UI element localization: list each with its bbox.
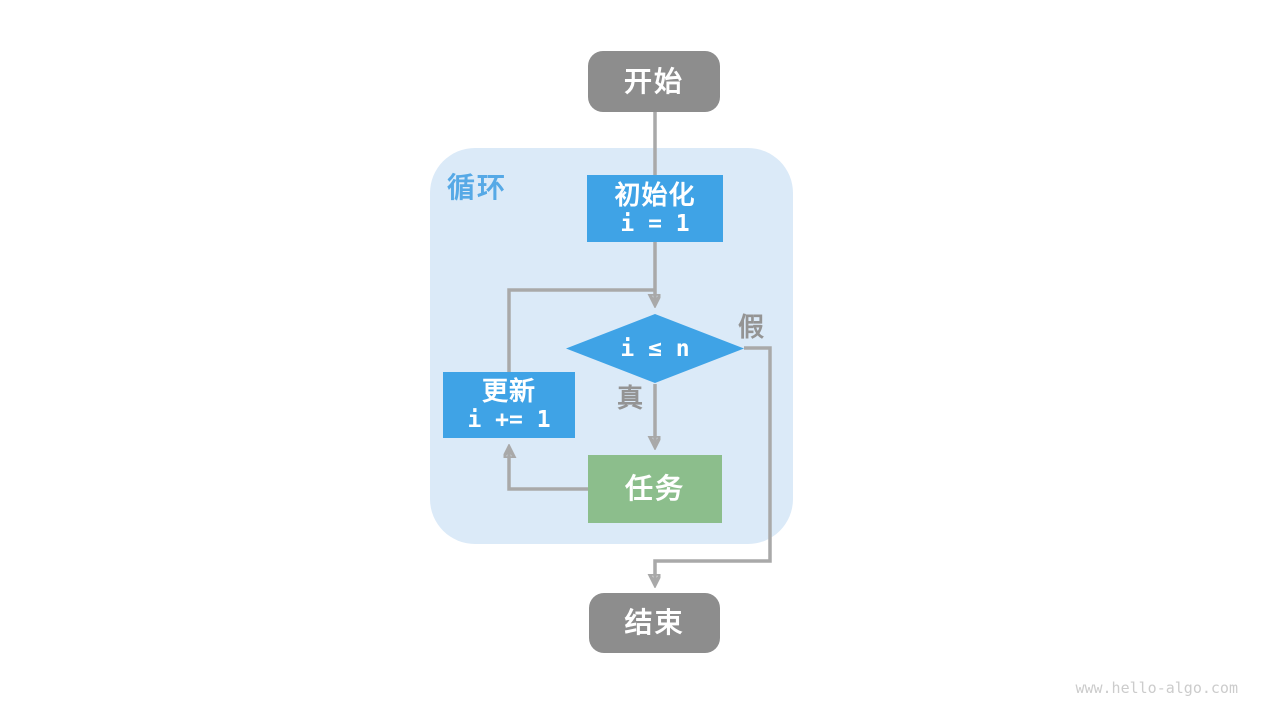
branch-label-false: 假 bbox=[738, 312, 765, 342]
node-start: 开始 bbox=[588, 51, 720, 112]
node-end: 结束 bbox=[589, 593, 720, 653]
node-task: 任务 bbox=[588, 455, 722, 523]
loop-region-label: 循环 bbox=[447, 172, 508, 203]
node-update-title: 更新 bbox=[481, 376, 536, 406]
edge-task-to-update bbox=[509, 448, 588, 491]
node-init-title: 初始化 bbox=[614, 179, 696, 210]
node-update-code: i += 1 bbox=[467, 407, 551, 433]
node-task-label: 任务 bbox=[624, 473, 685, 504]
node-end-label: 结束 bbox=[624, 607, 685, 638]
edge-condition-false-to-end bbox=[655, 346, 772, 584]
edge-update-to-merge bbox=[507, 288, 655, 372]
node-start-label: 开始 bbox=[623, 65, 684, 97]
node-init: 初始化 i = 1 bbox=[587, 175, 723, 242]
branch-label-true: 真 bbox=[617, 383, 644, 413]
watermark-text: www.hello-algo.com bbox=[1075, 679, 1238, 697]
node-condition-code: i ≤ n bbox=[620, 335, 690, 362]
node-update: 更新 i += 1 bbox=[443, 372, 575, 438]
node-init-code: i = 1 bbox=[620, 210, 690, 237]
